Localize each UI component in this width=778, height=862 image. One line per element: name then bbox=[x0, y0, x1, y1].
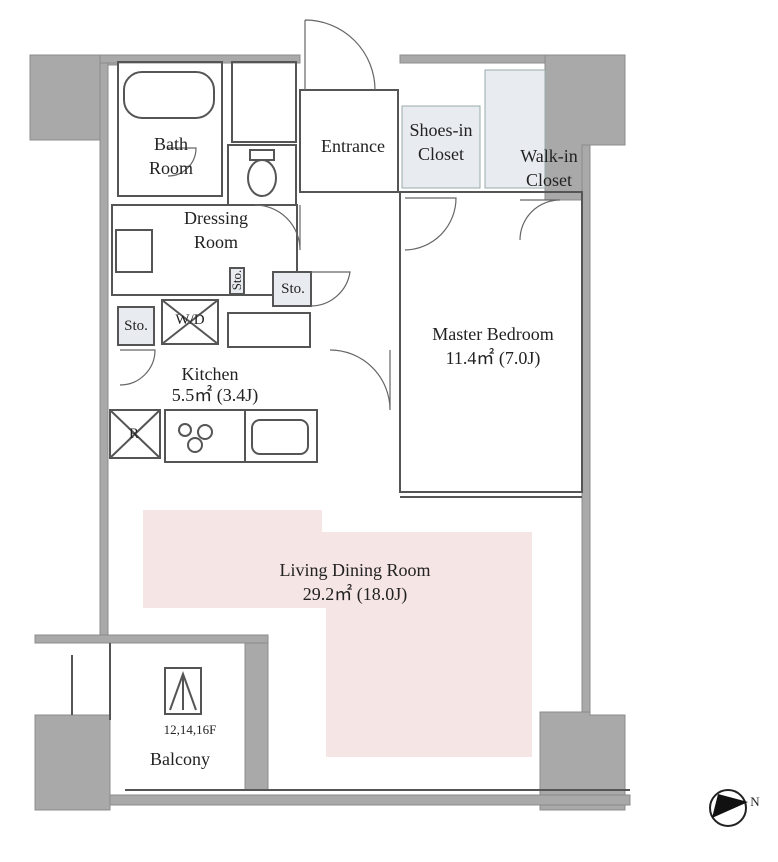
floors-label: 12,14,16F bbox=[163, 722, 217, 737]
storage-vertical-label: Sto. bbox=[229, 269, 244, 291]
storage-middle-label: Sto. bbox=[281, 281, 305, 297]
entrance-label: Entrance bbox=[321, 136, 385, 156]
sink-counter bbox=[115, 229, 153, 273]
dressing-room-walls bbox=[111, 204, 298, 296]
bath-room-walls bbox=[117, 61, 223, 197]
kitchen-area: 5.5㎡ (3.4J) bbox=[171, 385, 259, 405]
interior-walls bbox=[71, 61, 630, 791]
bath-tub bbox=[123, 71, 215, 119]
kitchen-door bbox=[329, 349, 391, 411]
walk-in-closet-label: Walk-in Closet bbox=[520, 146, 578, 190]
wall-balcony-top bbox=[34, 634, 269, 644]
ac-unit bbox=[164, 667, 202, 715]
dressing-door bbox=[254, 204, 301, 251]
sto-box-vertical bbox=[229, 267, 245, 295]
living-dining-highlight bbox=[143, 510, 532, 757]
kitchen-left-door bbox=[119, 349, 156, 386]
shoes-closet-fill bbox=[401, 105, 481, 189]
refrigerator-label: R bbox=[128, 426, 139, 442]
entrance-walls bbox=[299, 89, 399, 193]
toilet-bowl bbox=[247, 159, 277, 197]
bath-door bbox=[167, 147, 197, 177]
wall-balcony-left-column bbox=[34, 714, 111, 811]
master-bedroom-label: Master Bedroom bbox=[432, 324, 554, 344]
balcony-label: Balcony bbox=[150, 749, 210, 769]
shoes-in-closet-label: Shoes-in Closet bbox=[409, 120, 473, 164]
sto-box-left bbox=[117, 306, 155, 346]
wall-left-strip bbox=[99, 54, 109, 636]
wall-balcony-right bbox=[244, 634, 269, 791]
living-dining-area: 29.2㎡ (18.0J) bbox=[302, 584, 408, 604]
washer-dryer-label: W/D bbox=[175, 312, 205, 328]
entrance-door bbox=[304, 19, 376, 91]
compass-icon bbox=[709, 789, 748, 827]
bath-room-label: Bath Room bbox=[148, 134, 193, 178]
washer-dryer-box bbox=[161, 299, 219, 345]
refrigerator-box bbox=[109, 409, 161, 459]
storage-left-label: Sto. bbox=[124, 318, 148, 334]
walk-in-closet-fill bbox=[484, 69, 546, 189]
wall-top-strip-right bbox=[399, 54, 561, 64]
bedroom-door bbox=[404, 197, 457, 251]
living-dining-label: Living Dining Room bbox=[279, 560, 431, 580]
doors bbox=[119, 19, 561, 411]
sink-counter-kitchen bbox=[244, 409, 318, 463]
dressing-room-label: Dressing Room bbox=[184, 208, 248, 252]
wall-right-strip bbox=[581, 144, 591, 716]
sto-door bbox=[310, 271, 351, 307]
kitchen-upper-counter bbox=[227, 312, 311, 348]
stove-counter bbox=[164, 409, 246, 463]
walk-in-door bbox=[519, 199, 561, 241]
wall-bottom bbox=[109, 794, 631, 806]
toilet-cabinet bbox=[231, 61, 297, 143]
master-bedroom-area: 11.4㎡ (7.0J) bbox=[445, 348, 541, 368]
wall-bottom-right-column bbox=[539, 711, 626, 811]
compass-label: N bbox=[750, 794, 760, 809]
kitchen-label: Kitchen bbox=[181, 364, 239, 384]
sto-box-middle bbox=[272, 271, 312, 307]
outer-walls bbox=[29, 54, 631, 811]
